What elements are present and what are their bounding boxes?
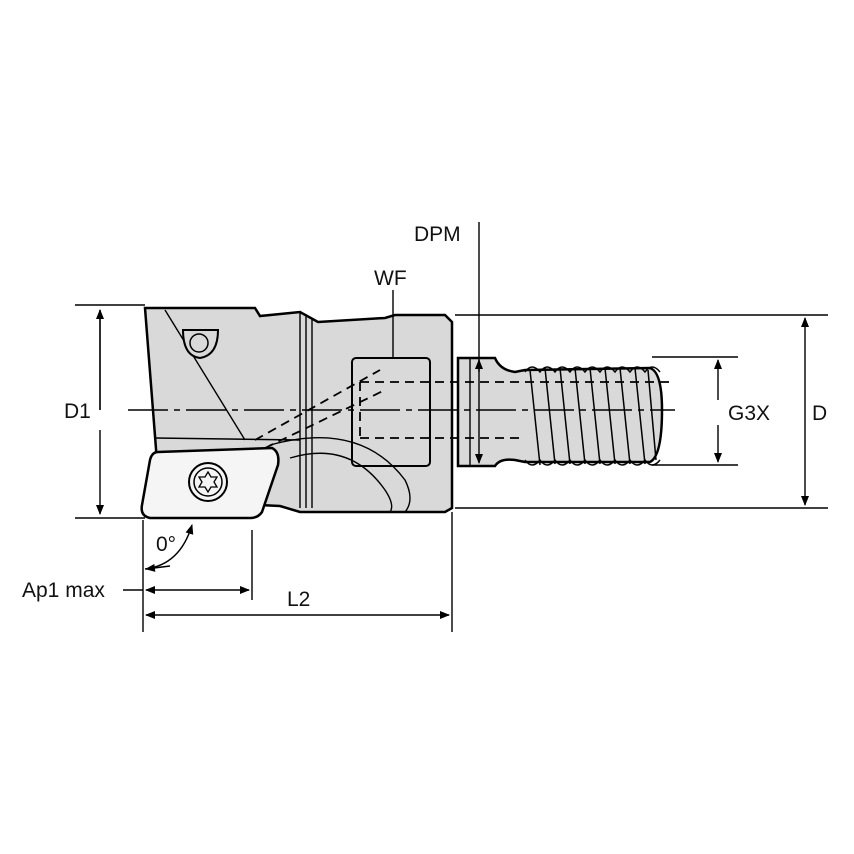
label-dpm: DPM (414, 223, 461, 246)
cutting-insert (140, 446, 280, 520)
label-d1: D1 (64, 400, 91, 423)
flat-pocket (351, 357, 431, 467)
hidden-lines (254, 369, 670, 449)
label-angle: 0° (156, 533, 176, 556)
thread-ridges (524, 366, 661, 466)
label-l2: L2 (287, 588, 310, 611)
label-wf: WF (374, 267, 407, 290)
threaded-shank (456, 356, 664, 468)
label-ap1-max: Ap1 max (22, 579, 105, 602)
label-g3x: G3X (728, 402, 770, 425)
label-d: D (812, 402, 827, 425)
dimension-lines (75, 222, 828, 632)
